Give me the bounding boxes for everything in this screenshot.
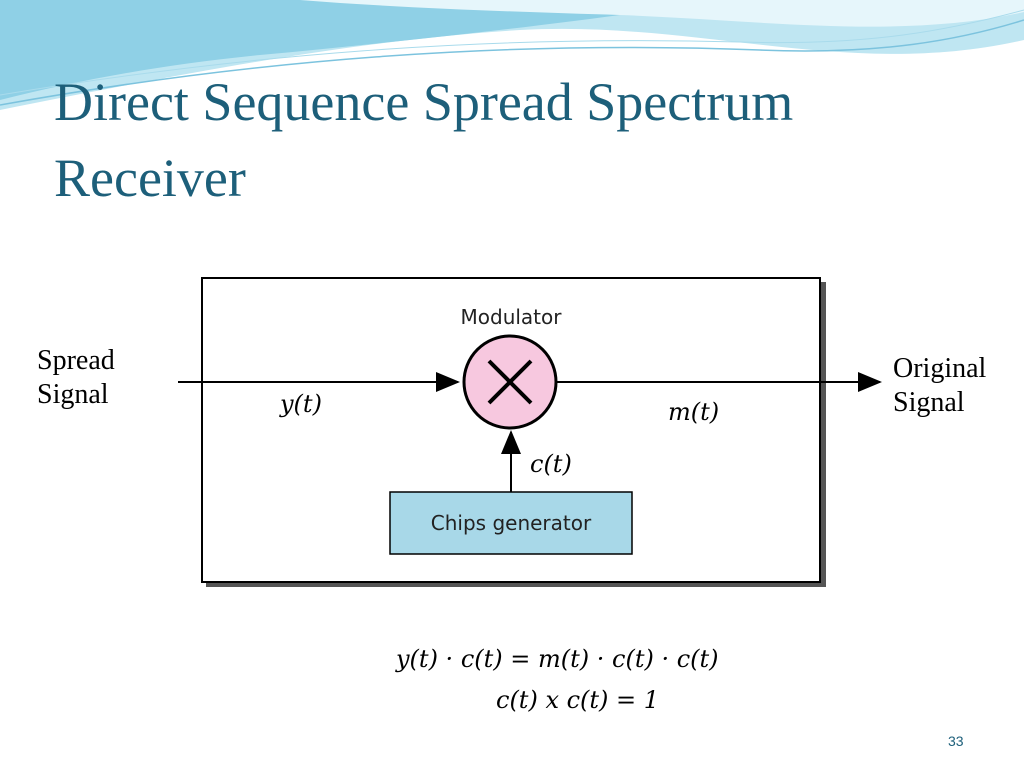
equation-line1: y(t) · c(t) = m(t) · c(t) · c(t): [396, 645, 719, 673]
input-signal-label: Spread Signal: [37, 345, 115, 410]
page-number: 33: [948, 733, 964, 749]
chips-generator-label: Chips generator: [431, 511, 592, 535]
equation-line2: c(t) x c(t) = 1: [496, 686, 660, 714]
slide-title-line2: Receiver: [54, 148, 246, 208]
chip-var-c: c(t): [530, 450, 572, 478]
slide-title: Direct Sequence Spread Spectrum Receiver: [54, 64, 1004, 216]
output-var-m: m(t): [668, 398, 720, 426]
chips-generator-box: [389, 491, 633, 555]
output-signal-label: Original Signal: [893, 353, 987, 418]
header-wave-decoration: [0, 0, 1024, 110]
slide-title-line1: Direct Sequence Spread Spectrum: [54, 72, 794, 132]
multiply-icon: [487, 359, 533, 405]
modulator-label: Modulator: [461, 305, 563, 329]
input-var-y: y(t): [280, 390, 322, 418]
dsss-receiver-diagram: Modulator Chips generator: [178, 277, 882, 587]
